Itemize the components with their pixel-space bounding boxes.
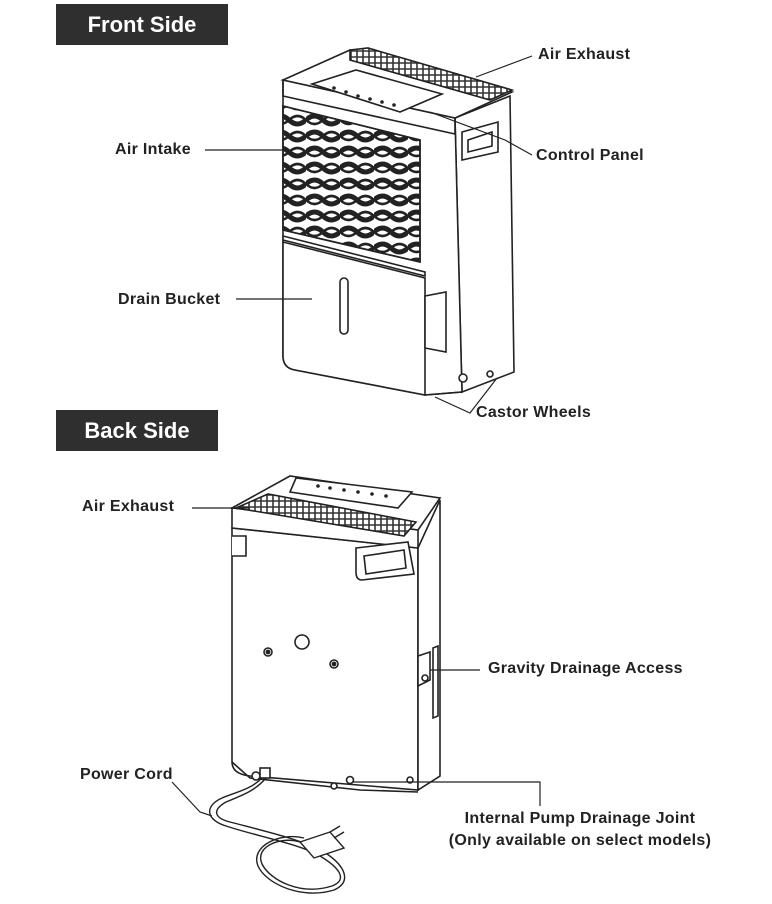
label-back-air-exhaust: Air Exhaust <box>82 498 174 516</box>
bucket-water-window <box>340 278 348 334</box>
label-back-power-cord: Power Cord <box>80 766 173 784</box>
label-back-pump-joint-line2: (Only available on select models) <box>420 830 740 852</box>
label-front-air-exhaust: Air Exhaust <box>538 46 630 64</box>
back-wheel-left <box>252 772 260 780</box>
label-front-drain-bucket: Drain Bucket <box>118 291 220 309</box>
front-castor-wheel <box>459 374 467 382</box>
back-unit-side-panel <box>418 500 440 790</box>
leader-back-power-cord <box>172 782 212 816</box>
leader-front-air-exhaust <box>476 56 532 77</box>
label-back-pump-joint-line1: Internal Pump Drainage Joint <box>420 808 740 830</box>
back-unit <box>232 476 440 792</box>
power-cord <box>210 778 345 893</box>
label-back-gravity-drainage: Gravity Drainage Access <box>488 660 683 678</box>
label-front-air-intake: Air Intake <box>115 141 191 159</box>
front-unit <box>283 48 514 395</box>
label-front-control-panel: Control Panel <box>536 147 644 165</box>
label-back-pump-joint: Internal Pump Drainage Joint (Only avail… <box>420 808 740 852</box>
label-front-castor-wheels: Castor Wheels <box>476 404 591 422</box>
back-hole-center <box>295 635 309 649</box>
